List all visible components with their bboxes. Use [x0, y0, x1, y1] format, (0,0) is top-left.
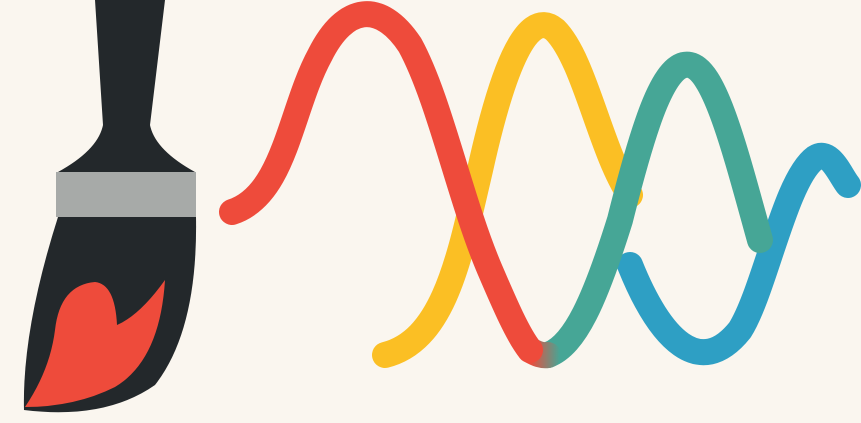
brush-handle	[58, 0, 195, 172]
wave-segment-blue	[617, 143, 861, 366]
wave-segment-red	[219, 1, 543, 363]
paintbrush-icon	[23, 0, 197, 413]
brush-ferrule	[56, 172, 196, 217]
wave-segment-yellow	[372, 12, 643, 368]
brush-paint-tip	[25, 280, 165, 407]
wave-segment-teal	[535, 51, 773, 368]
color-wave	[219, 1, 861, 369]
